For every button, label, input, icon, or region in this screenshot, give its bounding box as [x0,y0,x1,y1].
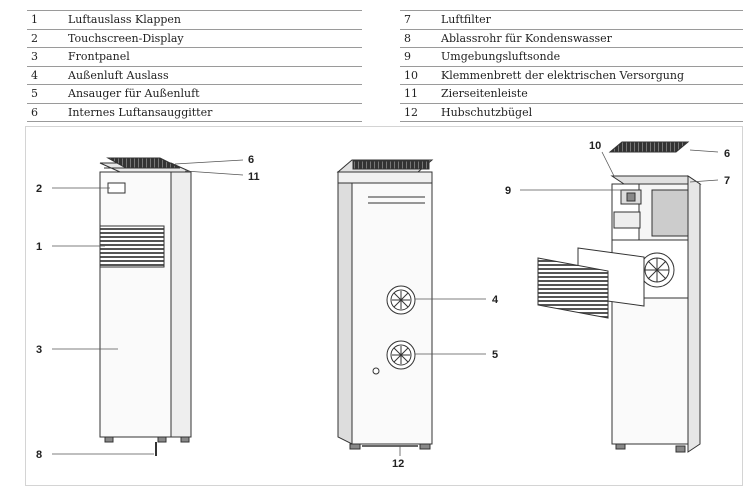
legend-text: Frontpanel [68,47,362,67]
exploded-view-leaders [520,149,719,191]
callout-8: 8 [36,449,42,461]
legend-text: Klemmenbrett der elektrischen Versorgung [441,66,743,85]
touchscreen-display [107,182,126,194]
legend-number: 2 [27,29,68,48]
callout-6-front: 6 [248,154,254,166]
terminal-board [613,211,641,229]
legend-number: 5 [27,84,68,104]
rear-view-leaders [399,298,486,456]
legend-number: 1 [27,10,68,30]
legend-text: Luftfilter [441,10,743,30]
outdoor-air-outlet-fan [386,285,416,315]
front-view-unit [99,157,192,456]
callout-9: 9 [505,185,511,197]
callout-2: 2 [36,183,42,195]
callout-10: 10 [589,140,601,152]
legend-text: Außenluft Auslass [68,66,362,85]
callout-12: 12 [392,458,404,470]
legend-number: 9 [400,47,441,67]
outdoor-air-intake-fan [386,340,416,370]
legend-text: Luftauslass Klappen [68,10,362,30]
callout-11: 11 [248,171,260,183]
legend-number: 11 [400,84,441,104]
legend-text: Internes Luftansauggitter [68,103,362,122]
callout-4: 4 [492,294,499,306]
top-air-outlet-grille [106,157,181,169]
legend-text: Ansauger für Außenluft [68,84,362,104]
front-view-leaders [52,159,244,455]
legend-text: Touchscreen-Display [68,29,362,48]
air-intake-louver-panel [537,257,609,319]
legend-number: 12 [400,103,441,122]
callout-5: 5 [492,349,498,361]
legend-text: Ablassrohr für Kondenswasser [441,29,743,48]
legend-number: 7 [400,10,441,30]
exploded-view-unit [537,141,702,453]
internal-air-intake-grille [608,141,690,153]
diagram-frame [25,126,743,486]
callout-3: 3 [36,344,42,356]
legend-text: Umgebungsluftsonde [441,47,743,67]
legend-text: Hubschutzbügel [441,103,743,122]
callout-7: 7 [724,175,730,187]
air-outlet-louvers [99,225,165,268]
legend-number: 8 [400,29,441,48]
legend-number: 4 [27,66,68,85]
legend-number: 6 [27,103,68,122]
rear-top-grille [352,160,430,170]
callout-6-exploded: 6 [724,148,730,160]
rear-view-unit [336,159,434,450]
legend-number: 10 [400,66,441,85]
legend-number: 3 [27,47,68,67]
legend-text: Zierseitenleiste [441,84,743,104]
callout-1: 1 [36,241,42,253]
